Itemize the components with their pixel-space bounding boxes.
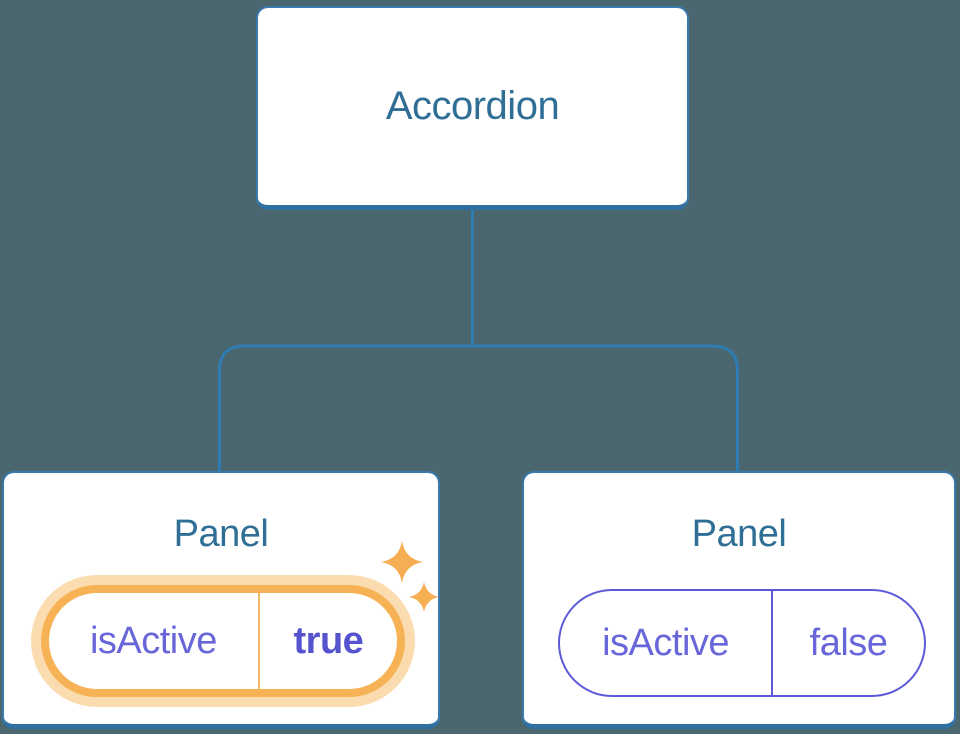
accordion-node-label: Accordion (385, 84, 560, 128)
state-key-cell: isActive (560, 591, 771, 695)
state-value-label: false (809, 621, 888, 664)
sparkles-icon (381, 541, 439, 612)
state-value-cell: false (773, 591, 924, 695)
panel-node-label: Panel (173, 513, 269, 555)
pill-divider (257, 593, 260, 689)
state-pill-active: isActive true (41, 585, 405, 697)
state-key-label: isActive (89, 619, 217, 662)
state-key-cell: isActive (49, 593, 258, 689)
pill-divider (771, 591, 774, 695)
panel-node-active: Panel isActive true (2, 471, 440, 729)
accordion-node: Accordion (256, 6, 689, 210)
state-pill-inactive: isActive false (558, 589, 926, 697)
panel-node-inactive: Panel isActive false (522, 471, 956, 729)
state-value-cell: true (260, 593, 397, 689)
panel-node-label: Panel (691, 513, 787, 555)
state-value-label: true (293, 619, 364, 662)
state-key-label: isActive (602, 621, 730, 664)
